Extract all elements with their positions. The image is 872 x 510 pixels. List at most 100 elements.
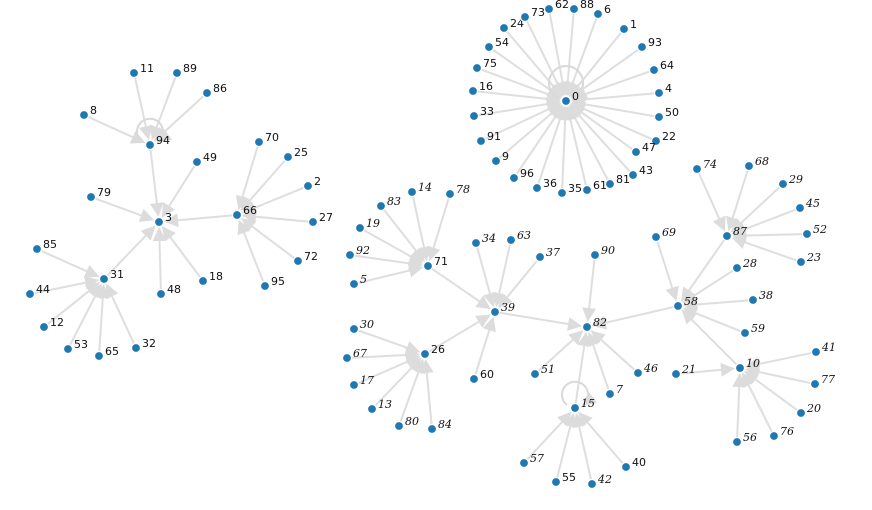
node-8[interactable]: 8 bbox=[78, 104, 98, 121]
node-96[interactable]: 96 bbox=[508, 167, 535, 184]
node-10-dot[interactable] bbox=[734, 362, 746, 374]
node-49-dot[interactable] bbox=[191, 156, 203, 168]
node-58-dot[interactable] bbox=[672, 300, 684, 312]
node-88-dot[interactable] bbox=[568, 3, 580, 15]
node-91[interactable]: 91 bbox=[475, 130, 502, 147]
node-78-dot[interactable] bbox=[444, 188, 456, 200]
node-45-dot[interactable] bbox=[794, 202, 806, 214]
node-64-dot[interactable] bbox=[648, 64, 660, 76]
node-28-dot[interactable] bbox=[731, 262, 743, 274]
node-14-dot[interactable] bbox=[406, 186, 418, 198]
node-31-dot[interactable] bbox=[98, 273, 110, 285]
node-15[interactable]: 15 bbox=[569, 397, 596, 414]
node-75-dot[interactable] bbox=[471, 62, 483, 74]
node-21-dot[interactable] bbox=[670, 368, 682, 380]
node-67-dot[interactable] bbox=[341, 352, 353, 364]
node-51[interactable]: 51 bbox=[529, 363, 556, 380]
node-30-dot[interactable] bbox=[348, 323, 360, 335]
node-50[interactable]: 50 bbox=[653, 106, 680, 123]
node-14[interactable]: 14 bbox=[406, 181, 433, 198]
node-86-dot[interactable] bbox=[201, 87, 213, 99]
node-54-dot[interactable] bbox=[483, 41, 495, 53]
node-80[interactable]: 80 bbox=[393, 415, 420, 432]
node-39-dot[interactable] bbox=[489, 306, 501, 318]
node-78[interactable]: 78 bbox=[444, 183, 471, 200]
node-26[interactable]: 26 bbox=[419, 343, 446, 360]
node-36[interactable]: 36 bbox=[531, 177, 558, 194]
node-9[interactable]: 9 bbox=[490, 150, 510, 167]
node-89-dot[interactable] bbox=[171, 67, 183, 79]
node-3-dot[interactable] bbox=[153, 216, 165, 228]
node-57[interactable]: 57 bbox=[518, 452, 545, 469]
node-50-dot[interactable] bbox=[653, 111, 665, 123]
node-18-dot[interactable] bbox=[197, 275, 209, 287]
node-36-dot[interactable] bbox=[531, 182, 543, 194]
node-40-dot[interactable] bbox=[620, 461, 632, 473]
node-46-dot[interactable] bbox=[632, 367, 644, 379]
node-24[interactable]: 24 bbox=[498, 17, 525, 34]
node-80-dot[interactable] bbox=[393, 420, 405, 432]
node-61-dot[interactable] bbox=[581, 184, 593, 196]
node-55[interactable]: 55 bbox=[550, 471, 577, 488]
node-63[interactable]: 63 bbox=[505, 229, 532, 246]
node-9-dot[interactable] bbox=[490, 155, 502, 167]
node-75[interactable]: 75 bbox=[471, 57, 498, 74]
node-68[interactable]: 68 bbox=[743, 155, 770, 172]
node-94-dot[interactable] bbox=[144, 139, 156, 151]
node-41[interactable]: 41 bbox=[810, 341, 837, 358]
node-32-dot[interactable] bbox=[130, 342, 142, 354]
node-81-dot[interactable] bbox=[604, 178, 616, 190]
node-22-dot[interactable] bbox=[650, 135, 662, 147]
node-85-dot[interactable] bbox=[31, 243, 43, 255]
node-72[interactable]: 72 bbox=[292, 250, 319, 267]
node-13-dot[interactable] bbox=[366, 403, 378, 415]
node-7-dot[interactable] bbox=[604, 388, 616, 400]
node-81[interactable]: 81 bbox=[604, 173, 631, 190]
node-47[interactable]: 47 bbox=[630, 141, 657, 158]
node-48-dot[interactable] bbox=[155, 288, 167, 300]
node-95-dot[interactable] bbox=[259, 280, 271, 292]
node-68-dot[interactable] bbox=[743, 160, 755, 172]
node-66[interactable]: 66 bbox=[231, 204, 258, 221]
node-7[interactable]: 7 bbox=[604, 383, 624, 400]
node-91-dot[interactable] bbox=[475, 135, 487, 147]
node-3[interactable]: 3 bbox=[153, 211, 173, 228]
node-90-dot[interactable] bbox=[589, 249, 601, 261]
node-48[interactable]: 48 bbox=[155, 283, 182, 300]
node-82[interactable]: 82 bbox=[581, 316, 608, 333]
node-2-dot[interactable] bbox=[302, 180, 314, 192]
node-62-dot[interactable] bbox=[543, 3, 555, 15]
node-79-dot[interactable] bbox=[85, 191, 97, 203]
node-41-dot[interactable] bbox=[810, 346, 822, 358]
node-52[interactable]: 52 bbox=[801, 223, 828, 240]
node-71[interactable]: 71 bbox=[422, 255, 449, 272]
node-57-dot[interactable] bbox=[518, 457, 530, 469]
node-89[interactable]: 89 bbox=[171, 62, 198, 79]
node-34-dot[interactable] bbox=[470, 237, 482, 249]
node-44-dot[interactable] bbox=[24, 288, 36, 300]
node-32[interactable]: 32 bbox=[130, 337, 157, 354]
node-12-dot[interactable] bbox=[38, 321, 50, 333]
node-92-dot[interactable] bbox=[344, 249, 356, 261]
node-64[interactable]: 64 bbox=[648, 59, 675, 76]
node-53-dot[interactable] bbox=[62, 343, 74, 355]
node-58[interactable]: 58 bbox=[672, 295, 699, 312]
node-37-dot[interactable] bbox=[534, 251, 546, 263]
node-24-dot[interactable] bbox=[498, 22, 510, 34]
node-16[interactable]: 16 bbox=[467, 80, 494, 97]
node-87-dot[interactable] bbox=[721, 230, 733, 242]
node-38-dot[interactable] bbox=[747, 294, 759, 306]
node-11[interactable]: 11 bbox=[128, 62, 155, 79]
node-6[interactable]: 6 bbox=[592, 3, 612, 20]
node-39[interactable]: 39 bbox=[489, 301, 516, 318]
node-66-dot[interactable] bbox=[231, 209, 243, 221]
node-95[interactable]: 95 bbox=[259, 275, 286, 292]
node-87[interactable]: 87 bbox=[721, 225, 748, 242]
node-51-dot[interactable] bbox=[529, 368, 541, 380]
node-12[interactable]: 12 bbox=[38, 316, 65, 333]
node-4-dot[interactable] bbox=[653, 87, 665, 99]
node-34[interactable]: 34 bbox=[470, 232, 497, 249]
node-25[interactable]: 25 bbox=[282, 146, 309, 163]
node-76[interactable]: 76 bbox=[768, 425, 795, 442]
node-82-dot[interactable] bbox=[581, 321, 593, 333]
